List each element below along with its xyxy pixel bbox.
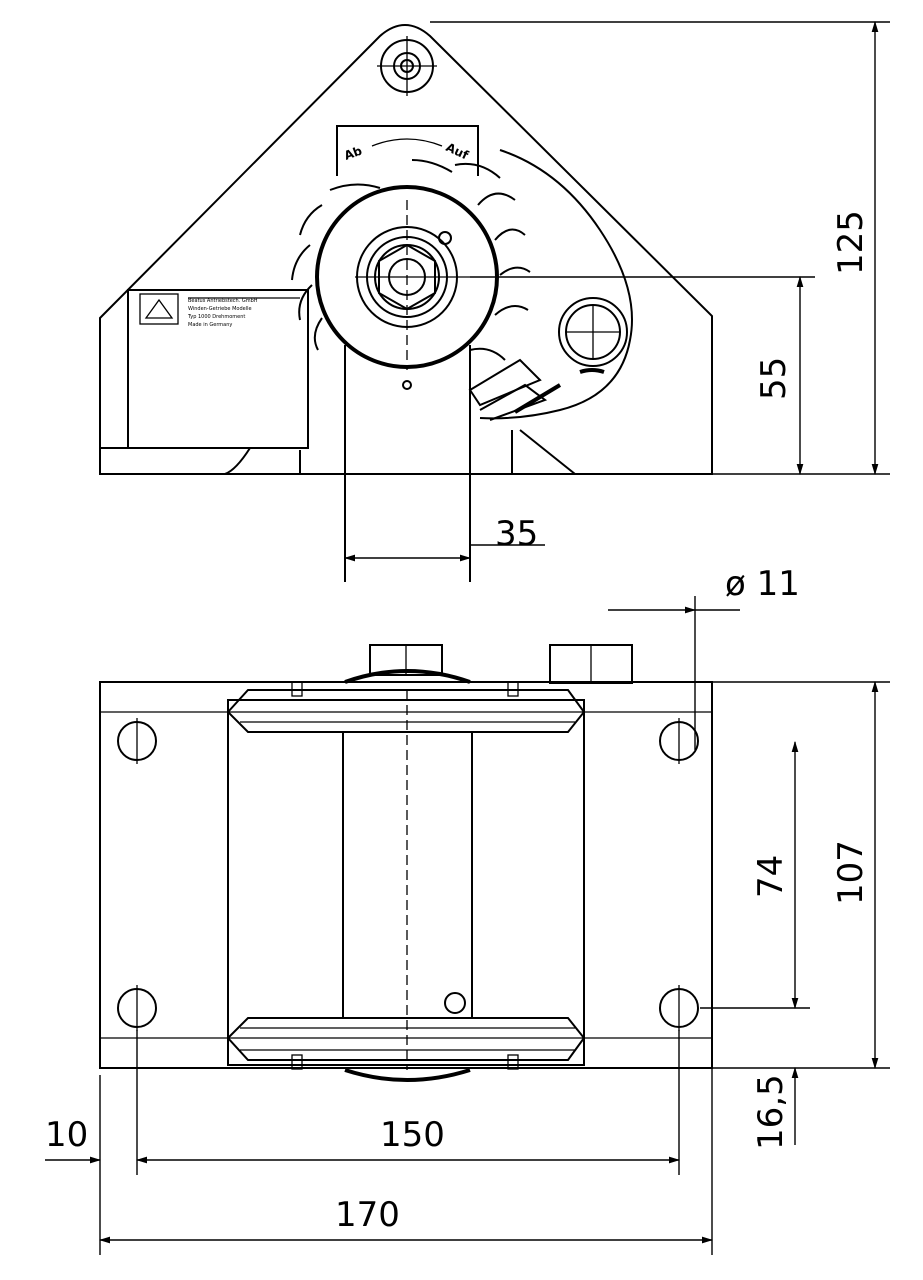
label-line-3: Typ 1000 Drehmoment	[187, 314, 245, 320]
dim-hole-offset-depth-label: 16,5	[751, 1074, 791, 1150]
dim-drum-width: 35	[343, 514, 545, 562]
top-view: ø 11 107 74 16,5 10	[45, 564, 890, 1255]
dim-total-height: 125	[430, 20, 890, 476]
dim-hole-diameter: ø 11	[608, 564, 800, 750]
dim-base-depth-label: 107	[831, 840, 871, 905]
dim-drum-width-label: 35	[495, 514, 538, 554]
dim-hole-spacing-width-label: 150	[380, 1115, 445, 1155]
dim-hole-offset-depth: 16,5	[751, 1066, 799, 1150]
label-line-4: Made in Germany	[188, 322, 232, 328]
dim-hole-spacing-depth: 74	[700, 740, 810, 1010]
strap-side	[344, 345, 471, 582]
dim-total-height-label: 125	[831, 210, 871, 275]
dim-hole-offset-width: 10	[45, 1115, 102, 1164]
hole-bottom-right	[659, 985, 699, 1031]
winch-drum-top	[226, 681, 586, 1070]
label-line-2: Winden-Getriebe Modelle	[188, 306, 252, 312]
dim-total-width-label: 170	[335, 1195, 400, 1235]
dial-up-label: Auf	[444, 140, 472, 163]
base-plate-side	[100, 447, 252, 475]
drum-side	[315, 185, 499, 390]
hole-top-left	[117, 718, 157, 764]
hole-top-right	[659, 718, 699, 764]
top-nuts	[344, 644, 633, 1082]
dim-axis-height: 55	[470, 275, 815, 476]
dim-axis-height-label: 55	[754, 357, 794, 400]
label-line-1: Beatus Antriebstech. GmbH	[188, 298, 258, 304]
dim-hole-offset-width-label: 10	[45, 1115, 88, 1155]
dim-total-width: 170	[98, 1075, 714, 1255]
hole-bottom-left	[117, 985, 157, 1031]
base-plate	[99, 681, 713, 1069]
direction-dial: Ab Auf	[336, 125, 479, 176]
housing-outline	[99, 24, 713, 475]
mounting-holes	[117, 718, 699, 1031]
side-view: Beatus Antriebstech. GmbH Winden-Getrieb…	[99, 20, 890, 582]
top-screw	[377, 36, 437, 96]
dim-hole-spacing-width: 150	[135, 1115, 681, 1164]
ratchet-wheel	[291, 159, 548, 421]
dim-base-depth: 107	[712, 680, 890, 1070]
dial-down-label: Ab	[342, 143, 364, 162]
pawl-arm	[479, 149, 633, 420]
label-plate: Beatus Antriebstech. GmbH Winden-Getrieb…	[127, 289, 309, 449]
dim-hole-spacing-depth-label: 74	[751, 855, 791, 898]
dim-hole-diameter-label: ø 11	[725, 564, 800, 604]
